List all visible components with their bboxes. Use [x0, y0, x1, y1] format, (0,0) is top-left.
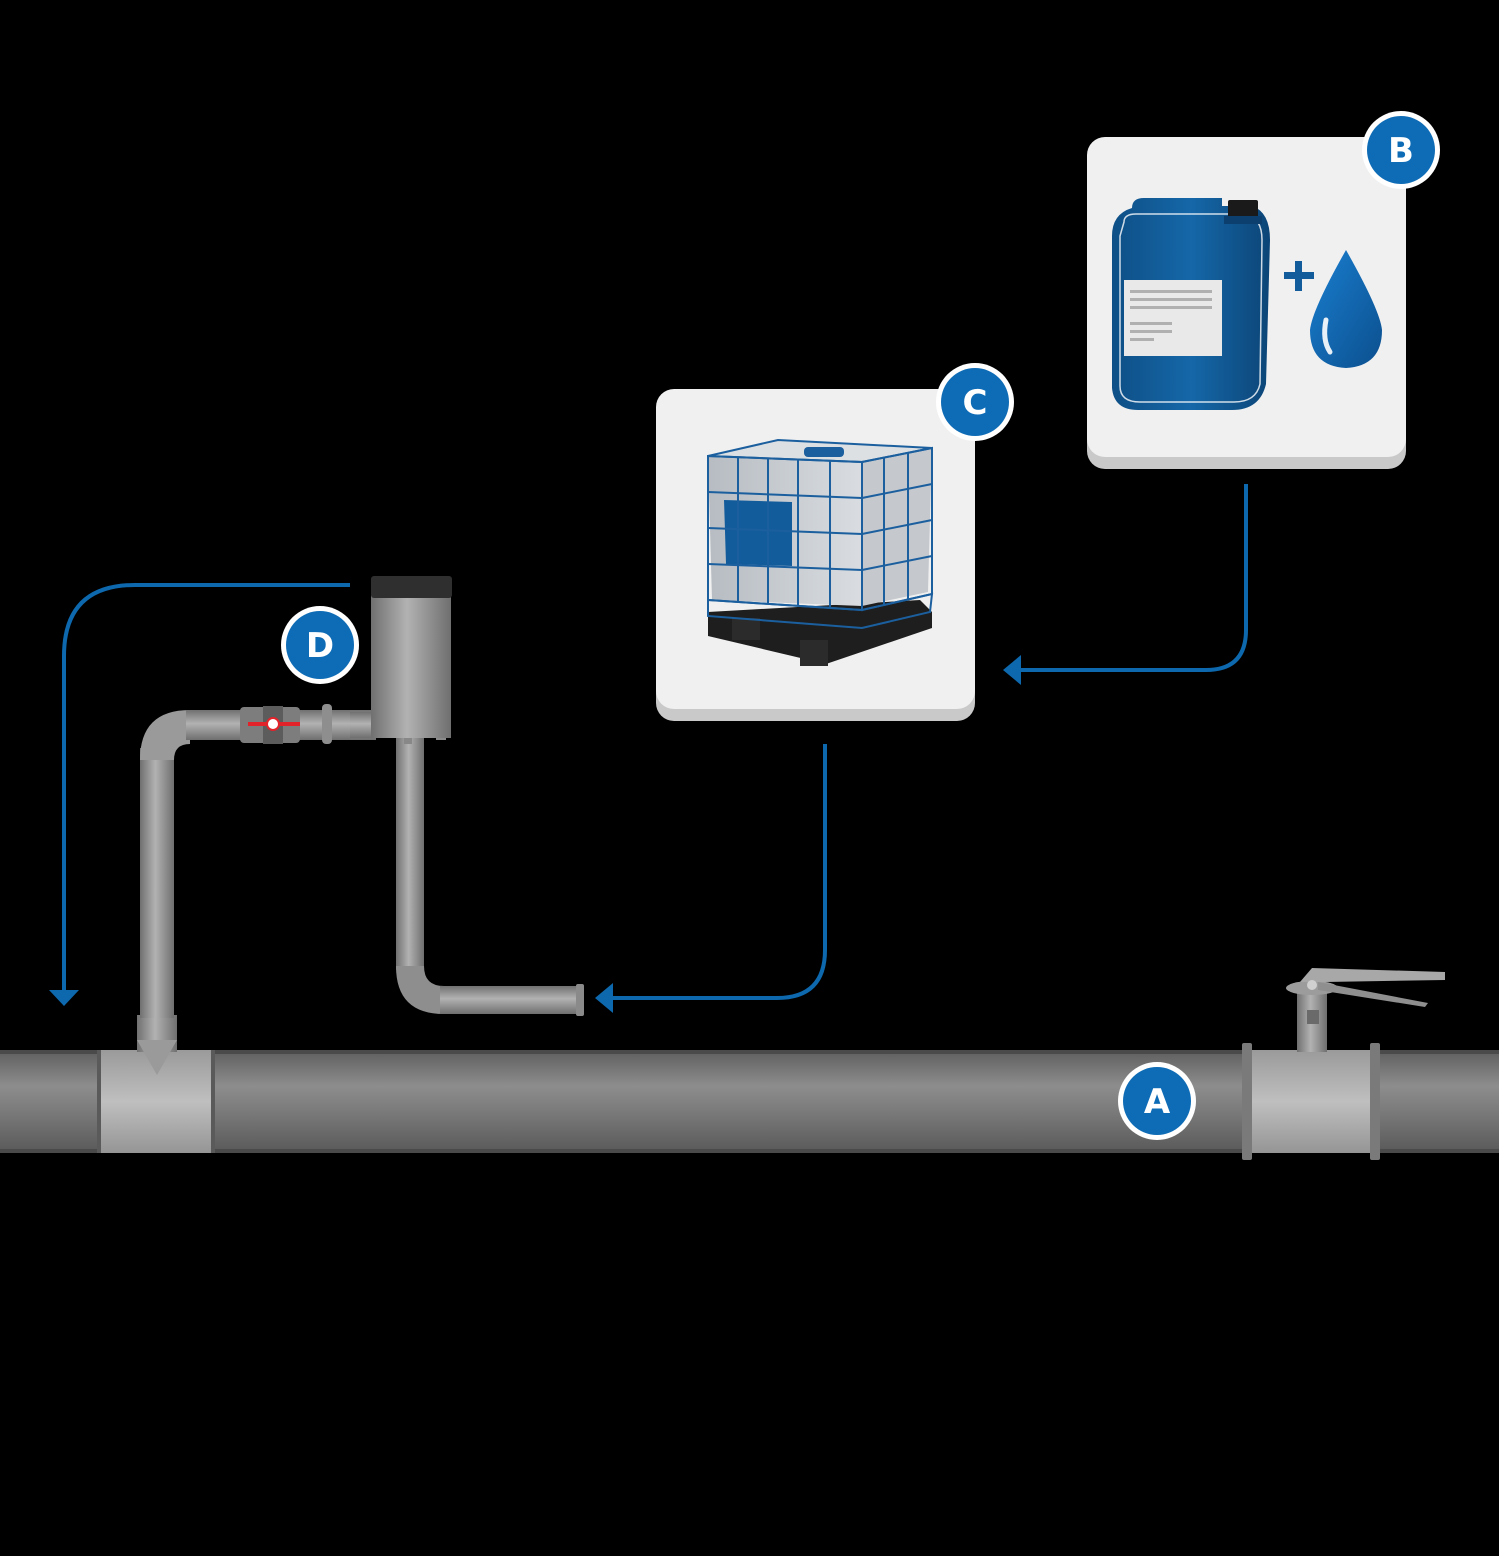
badge-b: B: [1362, 111, 1440, 189]
main-valve-icon: [1242, 968, 1445, 1160]
badge-c: C: [936, 363, 1014, 441]
water-drop-icon: [1310, 250, 1382, 368]
badge-a: A: [1118, 1062, 1196, 1140]
badge-d: D: [281, 606, 359, 684]
badge-b-label: B: [1388, 131, 1414, 171]
filter-housing-icon: [371, 576, 452, 738]
plus-icon: [1284, 261, 1314, 291]
card-c: [656, 389, 975, 721]
card-b: [1087, 137, 1406, 469]
badge-a-label: A: [1144, 1082, 1171, 1122]
badge-d-label: D: [306, 626, 334, 666]
bypass-piping: [140, 704, 584, 1018]
flow-arrow-b-to-c: [1003, 484, 1248, 685]
badge-c-label: C: [963, 383, 988, 423]
bypass-valve-icon: [240, 706, 300, 744]
canister-icon: [1112, 198, 1270, 410]
flow-arrow-c-to-pipe: [595, 744, 827, 1013]
flow-arrow-d-to-main: [49, 583, 350, 1006]
ibc-tank-icon: [707, 438, 934, 666]
